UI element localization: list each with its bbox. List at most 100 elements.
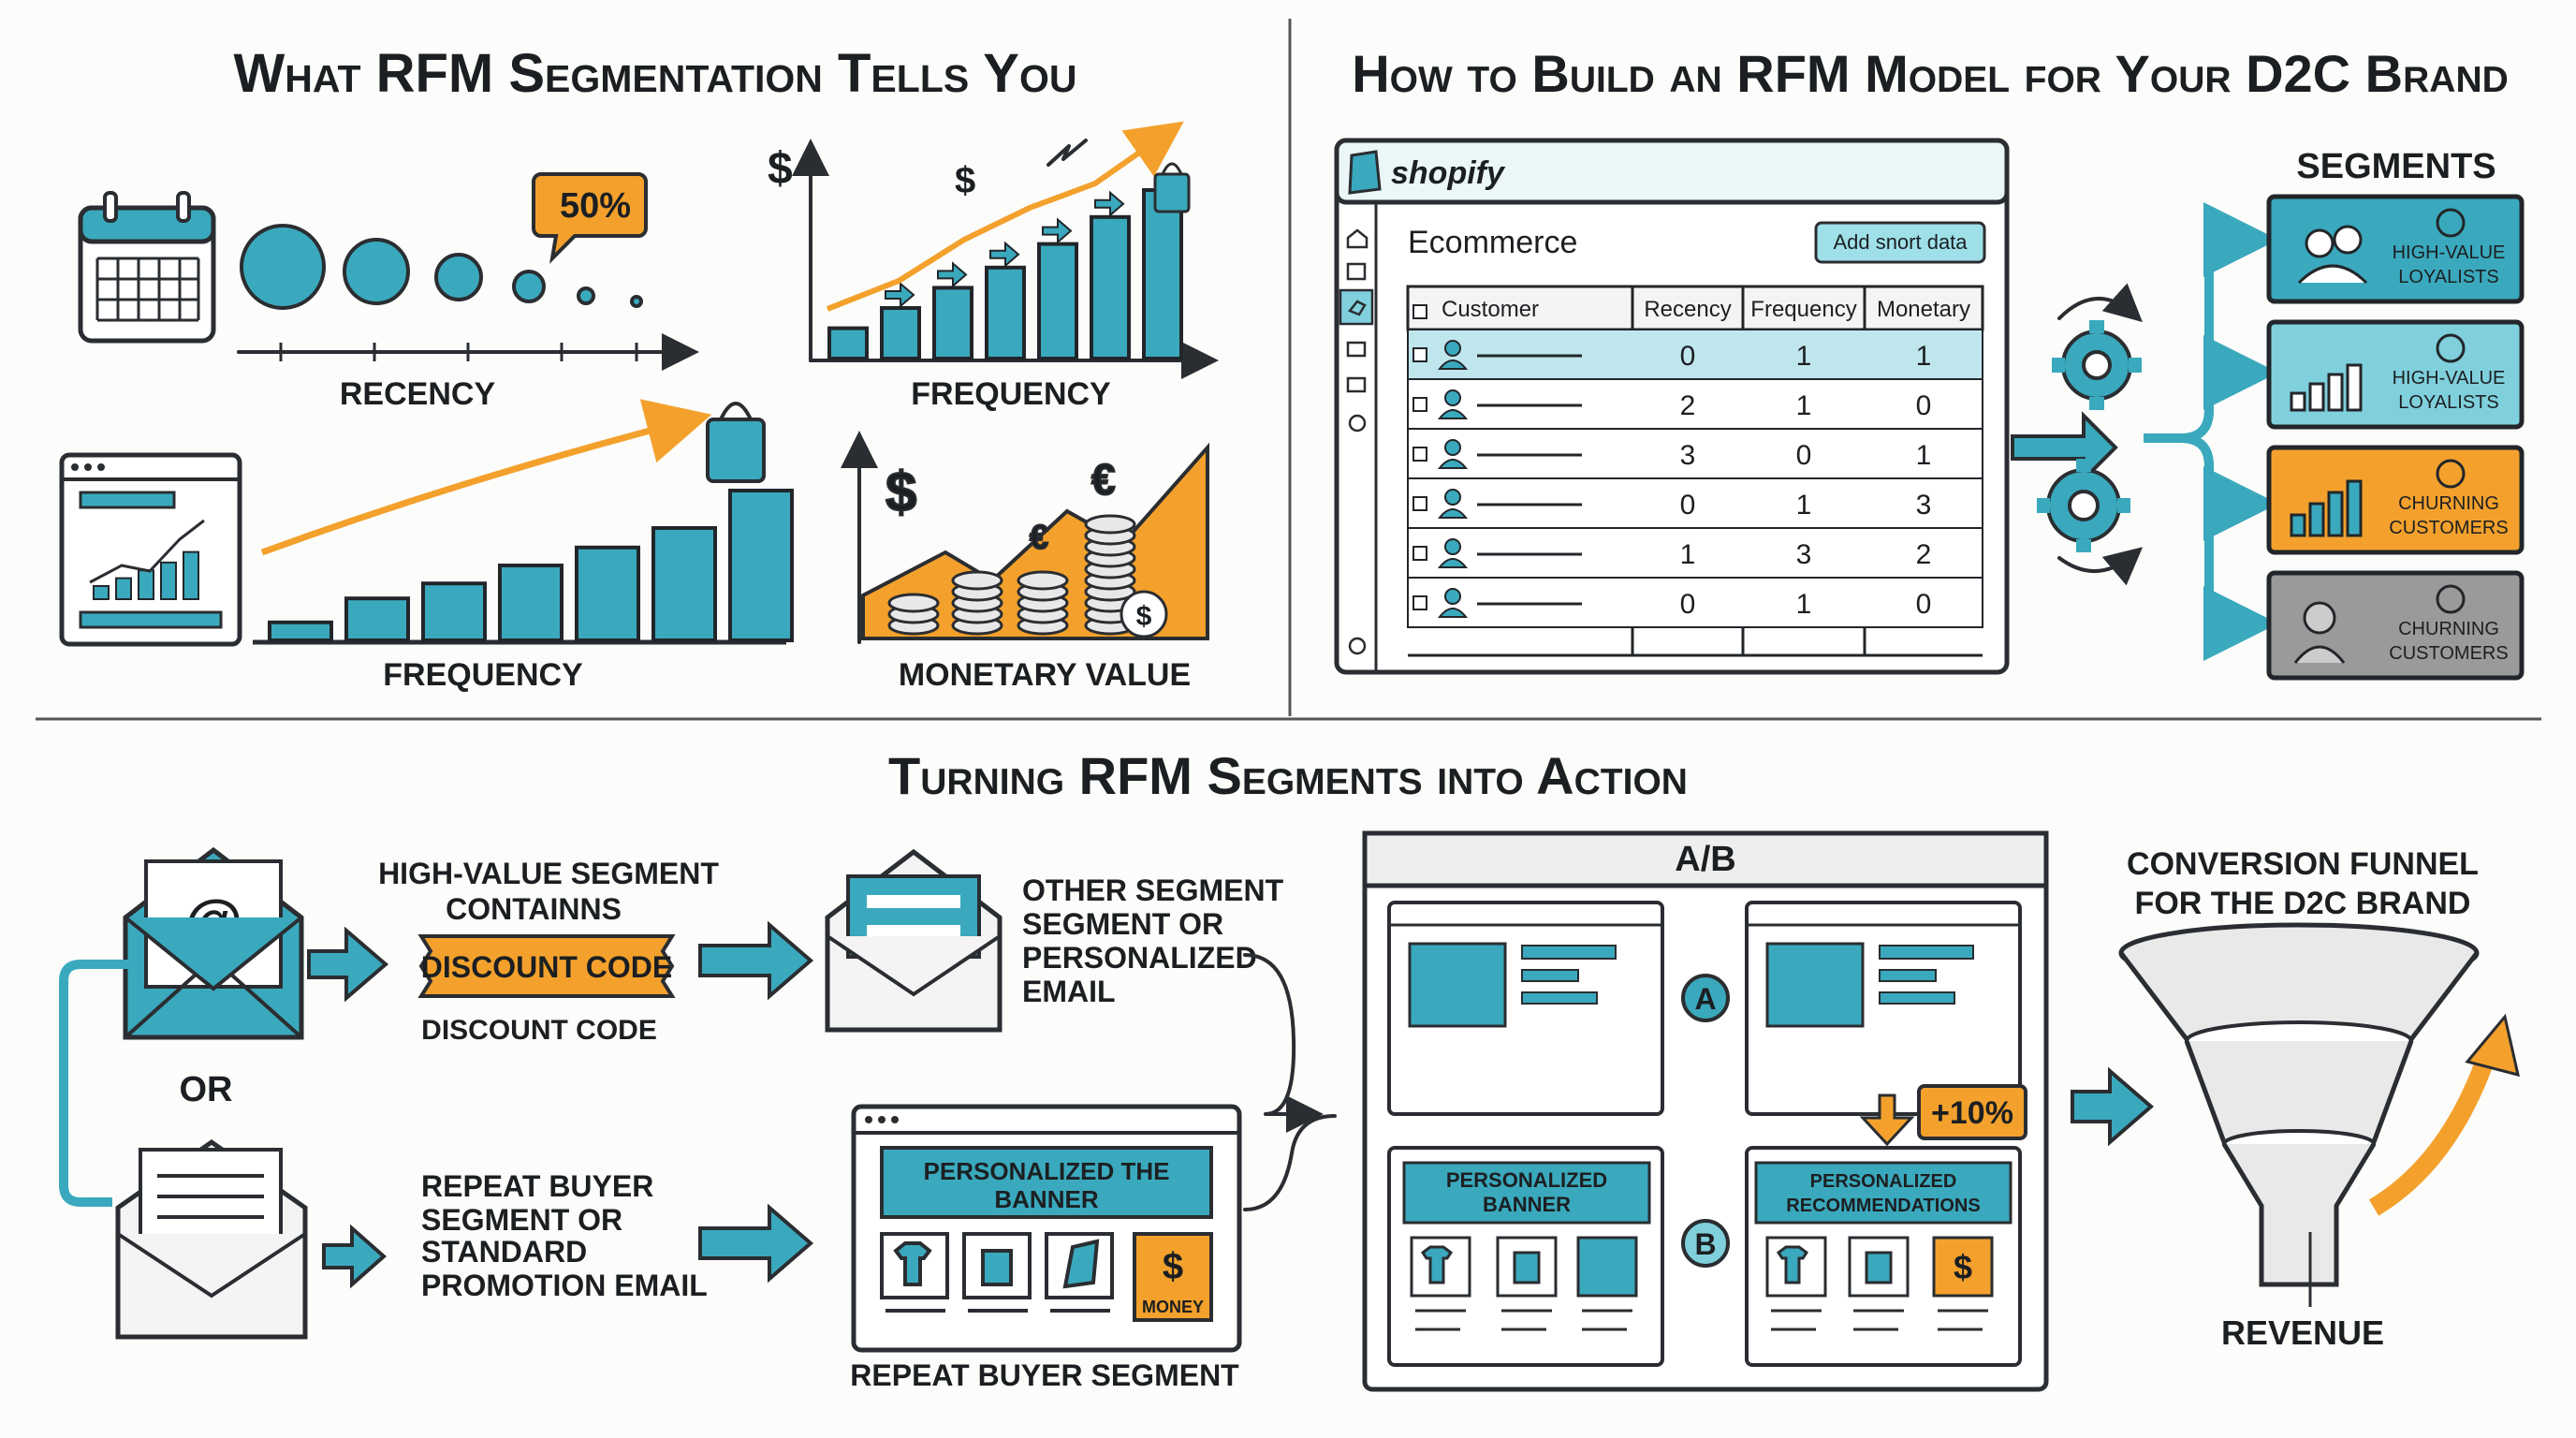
euro-icon: €	[1030, 518, 1048, 556]
frequency-bars	[827, 188, 1183, 361]
recency-dot	[240, 224, 326, 310]
growth-bars	[268, 489, 794, 643]
dashboard-bar	[183, 550, 199, 600]
variant-a-label: A	[1694, 982, 1716, 1016]
table-header[interactable]: Monetary	[1877, 297, 1970, 322]
bar-chart-icon	[2346, 479, 2363, 537]
variant-a-page	[1387, 901, 1664, 1116]
growth-arrow	[260, 399, 712, 556]
row-checkbox[interactable]	[1412, 546, 1427, 561]
analytics-dashboard	[59, 452, 242, 647]
table-cell: 0	[1796, 440, 1812, 471]
segment-line1: HIGH-VALUE	[2393, 368, 2506, 389]
repeat-buyer-caption: REPEAT BUYER SEGMENT	[850, 1358, 1239, 1392]
flow-arrow	[698, 1203, 814, 1284]
tag-icon[interactable]	[1347, 300, 1367, 316]
tshirt-icon	[893, 1241, 932, 1286]
row-checkbox[interactable]	[1412, 397, 1427, 412]
percent-badge: 50%	[532, 172, 648, 264]
doc-icon[interactable]	[1346, 341, 1367, 358]
banner-line2: BANNER	[994, 1185, 1098, 1213]
row-checkbox[interactable]	[1412, 595, 1427, 610]
frequency-growth-chart: FREQUENCY	[253, 399, 794, 693]
tshirt-icon	[1420, 1245, 1454, 1284]
row-checkbox[interactable]	[1412, 347, 1427, 362]
letter-envelope-icon	[115, 1138, 308, 1340]
table-cell: 3	[1680, 440, 1696, 471]
variant-a-page-2	[1745, 901, 2022, 1116]
segment-branch-arrows	[2144, 202, 2278, 661]
user-icon	[1444, 538, 1461, 555]
grid-icon[interactable]	[1346, 262, 1367, 281]
recency-dot	[577, 286, 595, 305]
frequency-bar	[1090, 214, 1131, 360]
revenue-label: REVENUE	[2221, 1313, 2384, 1352]
recency-dot	[343, 238, 410, 305]
reco-b-line2: RECOMMENDATIONS	[1786, 1196, 1980, 1216]
banner-b-line1: PERSONALIZED	[1446, 1168, 1607, 1192]
action-section: Turning RFM Segments into Action @ HIGH-…	[59, 746, 2521, 1392]
mini-arrow-icon	[885, 281, 915, 309]
variant-b-marker	[1681, 1219, 1730, 1268]
select-all-checkbox[interactable]	[1412, 304, 1427, 319]
frequency-bar	[880, 306, 921, 360]
percent-badge-label: 50%	[560, 186, 631, 226]
add-data-button-label: Add snort data	[1833, 230, 1968, 254]
mini-arrow-icon	[937, 261, 968, 288]
growth-bar	[344, 596, 410, 643]
growth-bar	[728, 489, 794, 642]
recency-dot	[630, 295, 643, 308]
table-header[interactable]: Recency	[1644, 297, 1731, 322]
frequency-bar	[1142, 188, 1183, 360]
lift-label: +10%	[1931, 1095, 2013, 1131]
other-line3: PERSONALIZED	[1022, 941, 1257, 975]
product-icon	[1062, 1239, 1100, 1289]
dollar-icon: $	[955, 160, 975, 201]
chart-icon[interactable]	[1346, 376, 1367, 393]
settings-gear-icon[interactable]	[1348, 637, 1367, 655]
repeat-line3: STANDARD	[421, 1235, 587, 1269]
table-header[interactable]: Customer	[1442, 297, 1539, 322]
bar-chart-icon	[2290, 513, 2306, 537]
money-icon: $	[1163, 1246, 1183, 1287]
high-value-line2: CONTAINNS	[446, 892, 622, 926]
repeat-line1: REPEAT BUYER	[421, 1169, 653, 1203]
segment-line2: LOYALISTS	[2398, 267, 2498, 287]
banner-b-line2: BANNER	[1483, 1193, 1571, 1216]
discount-code-tag: DISCOUNT CODE	[417, 934, 676, 998]
bar-chart-icon	[2290, 391, 2306, 412]
growth-bar	[575, 545, 640, 642]
table-cell: 1	[1796, 589, 1812, 620]
segment-cards: HIGH-VALUELOYALISTSHIGH-VALUELOYALISTSCH…	[2266, 194, 2525, 681]
bar-chart-icon	[2327, 491, 2344, 537]
frequency-bar	[1037, 242, 1078, 361]
row-checkbox[interactable]	[1412, 447, 1427, 462]
shopify-window: shopify Ecommerce Add snort data Custome…	[1334, 138, 2010, 675]
home-icon[interactable]	[1346, 228, 1368, 249]
user-icon	[1444, 340, 1461, 357]
shopping-bag-icon	[706, 402, 766, 483]
frequency-bar	[932, 286, 973, 360]
bag-icon	[1513, 1251, 1541, 1284]
merge-connector	[1243, 953, 1324, 1133]
settings-icon[interactable]	[1348, 414, 1367, 433]
rfm-build-title: How to Build an RFM Model for Your D2C B…	[1352, 44, 2509, 103]
add-data-button[interactable]: Add snort data	[1814, 221, 1986, 264]
table-cell: 1	[1916, 440, 1932, 471]
bag-icon	[981, 1249, 1013, 1286]
table-cell: 1	[1916, 341, 1932, 372]
high-value-line1: HIGH-VALUE SEGMENT	[378, 857, 719, 890]
frequency-bar	[827, 326, 869, 361]
row-checkbox[interactable]	[1412, 496, 1427, 511]
open-envelope-icon	[825, 848, 1003, 1033]
table-cell: 3	[1796, 539, 1812, 570]
table-header[interactable]: Frequency	[1750, 297, 1856, 322]
money-icon: $	[1954, 1248, 1972, 1286]
lift-indicator: +10%	[1859, 1084, 2027, 1147]
